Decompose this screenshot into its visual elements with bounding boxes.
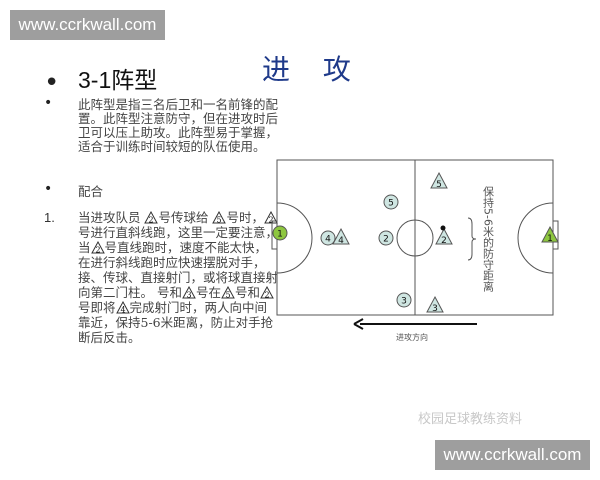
defender-player [332, 227, 350, 245]
text-segment: 号时， [226, 210, 264, 225]
text-segment: 号直线跑时，速度不能太快，在进行斜线跑时应快速摆脱对手，接、传球、直接射门，或将… [78, 240, 279, 300]
attacker-number: 5 [388, 199, 394, 209]
triangle-number: 5 [217, 216, 222, 225]
defender-triangle-icon: 2 [144, 211, 159, 225]
bullet-dot: • [44, 68, 60, 98]
text-segment: 号进行直斜线跑，这里一定要注意，当 [78, 225, 279, 255]
attacker-player [396, 292, 412, 308]
defender-player [426, 295, 444, 313]
center-circle [396, 219, 434, 257]
formation-heading: 3-1阵型 [78, 67, 158, 93]
defender-triangle-icon: 2 [264, 211, 278, 225]
defender-number: 4 [338, 236, 344, 246]
bullet-dot: • [44, 95, 53, 111]
triangle-number: 4 [120, 306, 125, 315]
formation-description: 此阵型是指三名后卫和一名前锋的配置。此阵型注意防守，但在进攻时后卫可以压上助攻。… [78, 97, 279, 154]
triangle-number: 2 [149, 216, 154, 225]
defender-player [435, 227, 453, 245]
attacker-number: 1 [277, 230, 283, 240]
triangle-number: 2 [268, 216, 273, 225]
text-segment: 号和 [235, 285, 261, 300]
coordination-label: 配合 [78, 184, 104, 199]
defense-distance-note: 保持5-6米的防守距离 [482, 185, 495, 293]
defender-triangle-icon: 3 [182, 286, 196, 300]
defender-number: 1 [547, 234, 553, 244]
text-segment: 当进攻队员 [78, 210, 145, 225]
bullet-dot: • [44, 181, 53, 197]
defender-triangle-icon: 5 [221, 286, 235, 300]
arrow-head [353, 318, 364, 330]
defender-number: 2 [441, 236, 447, 246]
text-segment: 号传球给 [158, 210, 213, 225]
watermark-bottom: www.ccrkwall.com [435, 440, 590, 470]
defender-triangle-icon: 4 [115, 301, 130, 315]
triangle-number: 3 [186, 291, 191, 300]
attacker-goalkeeper [272, 225, 288, 241]
defender-number: 5 [436, 180, 442, 190]
triangle-number: 5 [225, 291, 230, 300]
defender-triangle-icon: 2 [90, 241, 105, 255]
text-segment: 号在 [195, 285, 221, 300]
ball [440, 225, 446, 231]
distance-brace [467, 217, 477, 261]
attacker-number: 3 [401, 297, 407, 307]
left-penalty-arc [276, 202, 313, 274]
slide-title: 进 攻 [262, 53, 363, 86]
right-penalty-arc [517, 202, 554, 274]
attacker-player [378, 230, 394, 246]
futsal-field-diagram: 1 4 2 5 3 4 5 2 3 1 进攻方向 保持5-6米的防守距离 [271, 159, 559, 342]
watermark-account: 校园足球教练资料 [418, 412, 523, 427]
direction-label: 进攻方向 [396, 332, 428, 342]
defender-triangle-icon: 2 [260, 286, 274, 300]
defender-triangle-icon: 5 [212, 211, 227, 225]
defender-goalkeeper [541, 225, 559, 243]
triangle-number: 2 [95, 246, 100, 255]
item-number: 1. [44, 210, 55, 225]
attacker-player [320, 230, 336, 246]
attacker-player [383, 194, 399, 210]
defender-player [430, 171, 448, 189]
text-segment: 号即将 [78, 300, 116, 315]
attacker-number: 4 [325, 235, 331, 245]
text-segment: 完成射门时，两人向中间靠近，保持5-6米距离，防止对手抢断后反击。 [78, 300, 274, 345]
triangle-number: 2 [264, 291, 269, 300]
watermark-top: www.ccrkwall.com [10, 10, 165, 40]
attacker-number: 2 [383, 235, 389, 245]
defender-number: 3 [432, 304, 438, 314]
